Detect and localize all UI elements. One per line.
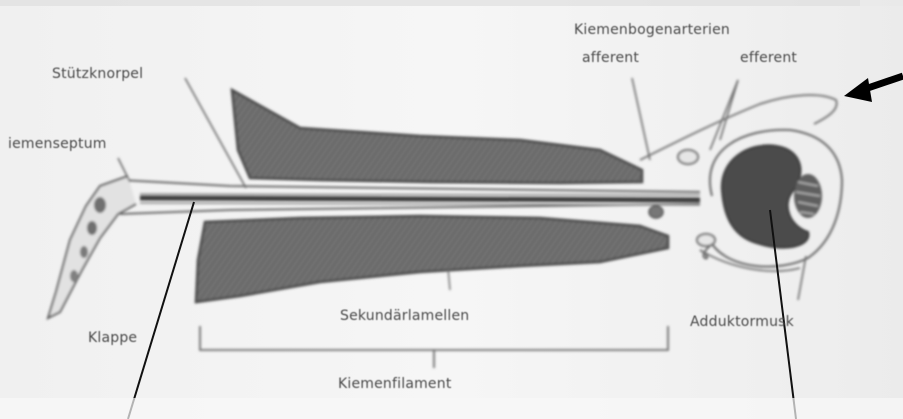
label-branchial-arteries: Kiemenbogenarterien xyxy=(574,22,730,38)
label-support-cartilage: Stützknorpel xyxy=(52,66,143,82)
label-afferent: afferent xyxy=(582,50,639,66)
label-efferent: efferent xyxy=(740,50,797,66)
label-secondary-lamellae: Sekundärlamellen xyxy=(340,308,469,324)
label-valve: Klappe xyxy=(88,330,137,346)
label-gill-septum: iemenseptum xyxy=(8,136,107,152)
support-cartilage xyxy=(140,198,700,200)
label-gill-filament: Kiemenfilament xyxy=(338,376,452,392)
label-adductor-muscle: Adduktormusk xyxy=(690,314,794,330)
